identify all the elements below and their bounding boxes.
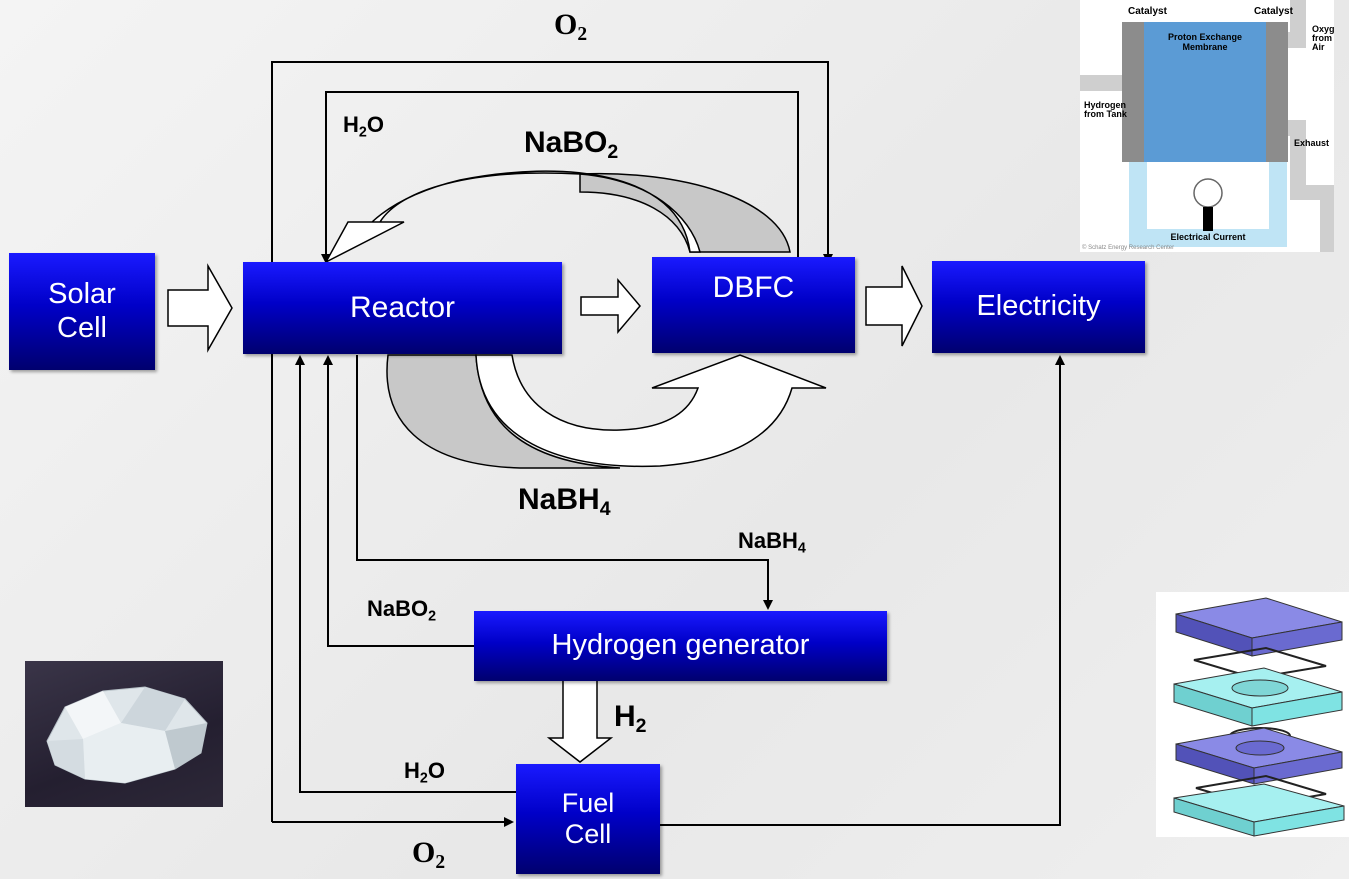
- catalyst-left-text: Catalyst: [1128, 6, 1168, 17]
- nabh4-cycle-arrow: [475, 354, 827, 468]
- nabh4-feed-line: [356, 355, 773, 610]
- nabo2-return-line: [323, 355, 474, 647]
- nabo2-cycle-label: NaBO2: [524, 126, 619, 163]
- hydrogen-generator-label: Hydrogen generator: [551, 629, 810, 662]
- h2-down-arrow: [546, 679, 614, 763]
- o2-top-label: O2: [554, 8, 588, 45]
- reactor-to-dbfc-arrow: [580, 277, 641, 335]
- electricity-box: Electricity: [932, 261, 1145, 353]
- o2-top-line: [271, 61, 833, 822]
- oxygen-text-2: from: [1312, 33, 1332, 43]
- borohydride-mineral-photo: [25, 661, 223, 807]
- reactor-box: Reactor: [243, 262, 562, 354]
- fuel-cell-label: Fuel Cell: [561, 787, 615, 849]
- hydrogen-generator-box: Hydrogen generator: [474, 611, 887, 681]
- pem-fuel-cell-schematic: Catalyst Catalyst Proton Exchange Membra…: [1080, 0, 1334, 252]
- nabh4-cycle-label: NaBH4: [518, 483, 611, 520]
- solar-cell-label: Solar Cell: [48, 278, 116, 344]
- membrane-text-1: Proton Exchange: [1168, 32, 1242, 42]
- exhaust-text: Exhaust: [1294, 138, 1329, 148]
- dbfc-box: DBFC: [652, 257, 855, 353]
- current-text: Electrical Current: [1170, 232, 1245, 242]
- pem-schematic-drawing: Catalyst Catalyst Proton Exchange Membra…: [1080, 0, 1334, 252]
- credit-text: © Schatz Energy Research Center: [1082, 244, 1174, 251]
- solar-cell-box: Solar Cell: [9, 253, 155, 370]
- nabh4-feed-label: NaBH4: [738, 528, 806, 557]
- hydrogen-text-1: Hydrogen: [1084, 100, 1126, 110]
- dbfc-label: DBFC: [712, 271, 795, 304]
- h2-label: H2: [614, 700, 647, 737]
- membrane-text-2: Membrane: [1182, 42, 1227, 52]
- electricity-label: Electricity: [976, 290, 1101, 323]
- nabo2-cycle-arrow: [324, 170, 701, 264]
- reactor-label: Reactor: [349, 290, 456, 324]
- h2o-return-line: [295, 355, 516, 793]
- oxygen-text-1: Oxyg: [1312, 24, 1334, 34]
- nabo2-cycle-arrow-back: [579, 172, 791, 253]
- fuelcell-to-electricity-line: [660, 355, 1065, 826]
- oxygen-text-3: Air: [1312, 42, 1325, 52]
- h2o-top-label: H2O: [343, 112, 384, 141]
- h2o-top-line: [321, 91, 799, 264]
- fuel-cell-box: Fuel Cell: [516, 764, 660, 874]
- solar-to-reactor-arrow: [167, 263, 233, 353]
- hydrogen-text-2: from Tank: [1084, 109, 1128, 119]
- dbfc-to-electricity-arrow: [865, 265, 923, 347]
- catalyst-right-text: Catalyst: [1254, 6, 1294, 17]
- o2-bottom-label: O2: [412, 836, 446, 873]
- fuel-cell-stack-image: [1156, 592, 1349, 837]
- nabo2-return-label: NaBO2: [367, 596, 437, 625]
- h2o-fuelcell-label: H2O: [404, 758, 445, 787]
